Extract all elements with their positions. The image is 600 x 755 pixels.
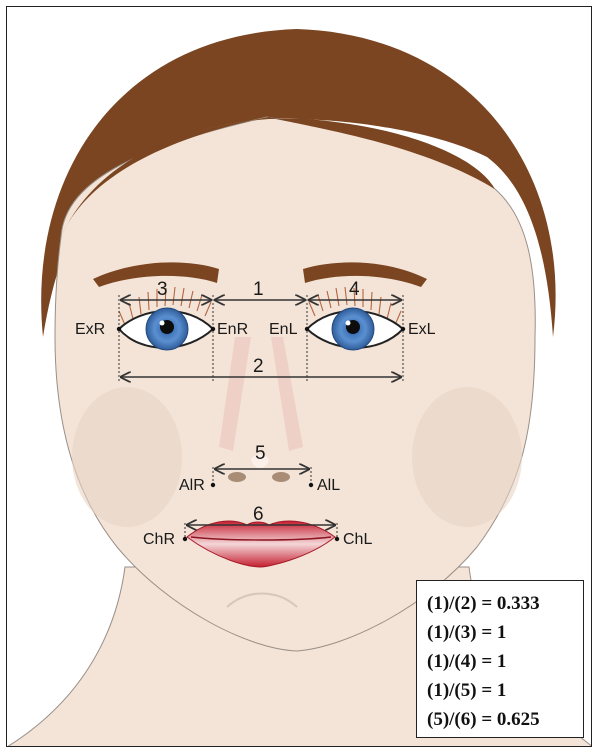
- cheek-shade-right: [72, 387, 182, 527]
- landmark-label-exl: ExL: [408, 321, 436, 338]
- eyebrow-left: [303, 262, 427, 287]
- measure-label-2: 2: [253, 356, 264, 377]
- measure-label-1: 1: [253, 279, 264, 300]
- ratio-line: (1)/(3) = 1: [427, 622, 507, 643]
- ratio-line: (5)/(6) = 0.625: [427, 709, 540, 730]
- ratio-line: (1)/(2) = 0.333: [427, 593, 540, 614]
- cheek-shade-left: [412, 387, 522, 527]
- eye-right: [117, 307, 215, 351]
- ratio-box: (1)/(2) = 0.333 (1)/(3) = 1 (1)/(4) = 1 …: [416, 580, 584, 738]
- landmark-dot-exr: [116, 326, 122, 332]
- landmark-dot-all: [308, 482, 314, 488]
- landmark-label-enr: EnR: [217, 321, 248, 338]
- ratio-line: (1)/(4) = 1: [427, 651, 507, 672]
- eyebrow-right: [93, 262, 219, 287]
- nose-shade-left: [271, 337, 303, 451]
- measure-arrows: [121, 300, 401, 525]
- nose-shade: [219, 337, 251, 451]
- landmark-label-chl: ChL: [343, 531, 372, 548]
- hair: [41, 29, 556, 337]
- landmark-dot-exl: [400, 326, 406, 332]
- nostril-right: [228, 472, 246, 482]
- chin-line: [226, 592, 298, 608]
- landmark-label-all: AlL: [317, 477, 340, 494]
- landmark-label-enl: EnL: [269, 321, 298, 338]
- eye-left: [305, 307, 405, 351]
- face-diagram: 3 1 4 2 5 6 ExR EnR EnL ExL AlR AlL ChR …: [7, 29, 591, 746]
- nostril-left: [272, 472, 290, 482]
- landmark-dots: [116, 326, 406, 542]
- landmark-dot-enr: [210, 326, 216, 332]
- landmark-label-exr: ExR: [75, 321, 105, 338]
- landmark-dot-alr: [210, 482, 216, 488]
- guide-lines: [118, 295, 404, 539]
- measure-label-4: 4: [349, 279, 360, 300]
- figure-frame: 3 1 4 2 5 6 ExR EnR EnL ExL AlR AlL ChR …: [6, 6, 592, 747]
- ratio-line: (1)/(5) = 1: [427, 680, 507, 701]
- landmark-dot-chr: [182, 536, 188, 542]
- landmark-dot-chl: [334, 536, 340, 542]
- measure-label-5: 5: [255, 443, 266, 464]
- landmark-dot-enl: [304, 326, 310, 332]
- landmark-label-alr: AlR: [179, 477, 205, 494]
- landmark-label-chr: ChR: [143, 531, 175, 548]
- measure-label-6: 6: [253, 504, 264, 525]
- measure-label-3: 3: [157, 279, 168, 300]
